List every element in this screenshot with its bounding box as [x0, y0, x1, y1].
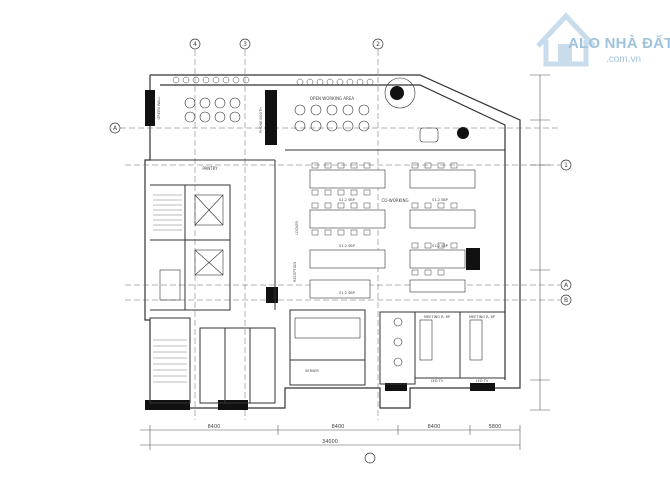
- bar-stools: [172, 76, 374, 86]
- label-pod-4: 01.2 SBP: [432, 244, 448, 248]
- desk-chairs: [311, 162, 458, 276]
- label-led-tv-right: LED TV: [476, 379, 489, 383]
- label-led-tv-left: LED TV: [431, 379, 444, 383]
- label-coworking: CO-WORKING: [381, 198, 408, 203]
- elevators: [159, 194, 224, 301]
- label-phone-booth: PHONE BOOTH: [259, 107, 263, 133]
- interior-walls: [149, 149, 506, 404]
- label-meeting-left: MEETING R. 6P: [424, 315, 450, 319]
- dim-total: 34000: [322, 439, 338, 445]
- grid-bubble-left-label: A: [113, 125, 118, 132]
- grid-bubble-left: [109, 122, 121, 134]
- grid-bubbles-top: [189, 38, 384, 50]
- watermark-brand: ALO NHÀ ĐẤT: [568, 35, 670, 52]
- dim-c: 8400: [428, 424, 441, 430]
- label-pod-2: 01.2 SBP: [432, 198, 448, 202]
- grid-bubble-1: 1: [564, 162, 568, 169]
- label-locker: LOCKER: [295, 220, 299, 235]
- grid-bubble-2: 2: [376, 41, 380, 48]
- label-meeting-right: MEETING R. 6P: [469, 315, 495, 319]
- dim-d: 5800: [489, 424, 502, 430]
- label-reception: RECEPTION: [293, 262, 297, 282]
- watermark-domain: .com.vn: [606, 54, 642, 65]
- label-pantry: PANTRY: [202, 166, 218, 171]
- dim-b: 8400: [332, 424, 345, 430]
- label-green-wall: GREEN WALL: [157, 97, 161, 120]
- desk-clusters: [294, 169, 476, 339]
- grid-bubble-4: 4: [193, 41, 197, 48]
- grid-bubble-3: 3: [243, 41, 247, 48]
- grid-bubble-bottom: [364, 452, 376, 464]
- label-pod-3: 01.2 SBP: [339, 244, 355, 248]
- dimension-lines: [140, 74, 550, 450]
- label-pod-5: 01.2 SBP: [339, 291, 355, 295]
- building-outline: [144, 74, 521, 409]
- label-server: SERVER: [305, 369, 319, 373]
- dim-a: 8400: [208, 424, 221, 430]
- round-tables: [184, 77, 483, 367]
- grid-bubble-b: B: [564, 297, 568, 304]
- label-pod-1: 01.2 SBP: [339, 198, 355, 202]
- stairs: [153, 194, 187, 383]
- grid-bubbles-right: [560, 159, 572, 306]
- watermark-house-icon: [536, 12, 596, 67]
- grid-bubble-a: A: [564, 282, 569, 289]
- label-open-area: OPEN WORKING AREA: [310, 96, 354, 101]
